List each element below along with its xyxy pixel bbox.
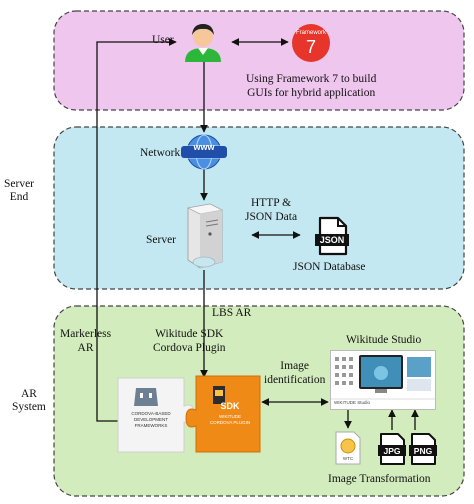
- user-label: User: [152, 34, 174, 46]
- cordova-robot-icon: [134, 388, 158, 406]
- markerless-ar-arrow: [96, 38, 177, 422]
- png-text: PNG: [413, 446, 433, 456]
- network-label: Network: [140, 147, 181, 159]
- sdk-piece-text: SDK: [220, 401, 240, 411]
- framework-icon-text: Framework: [295, 30, 326, 36]
- server-zone: [53, 126, 465, 290]
- user-zone: [53, 10, 465, 111]
- wtc-text: WTC: [342, 456, 354, 461]
- wikitude-sdk-label: Wikitude SDK Cordova Plugin: [153, 328, 226, 354]
- server-end-label: Server End: [4, 178, 35, 203]
- server-label: Server: [146, 234, 177, 246]
- framework-caption: Using Framework 7 to build GUIs for hybr…: [246, 73, 377, 99]
- framework-icon-number: 7: [305, 37, 316, 57]
- sdk-piece-sub: WIKITUDE CORDOVA PLUGIN: [209, 414, 251, 425]
- studio-screen-graphic: [331, 355, 435, 400]
- markerless-ar-label: Markerless AR: [60, 328, 112, 354]
- server-icon: [187, 203, 223, 269]
- image-transformation-label: Image Transformation: [328, 473, 431, 485]
- json-icon-text: JSON: [319, 235, 345, 245]
- www-globe-icon: [181, 134, 227, 170]
- png-file-icon: [409, 433, 437, 465]
- jpg-file-icon: [378, 433, 406, 465]
- www-text: www: [193, 142, 215, 152]
- jpg-text: JPG: [383, 446, 401, 456]
- wikitude-studio-screen: [330, 350, 436, 410]
- cordova-piece-text: CORDOVA-BASED DEVELOPMENT FRAMEWORKS: [131, 411, 171, 428]
- lbs-ar-label: LBS AR: [212, 307, 252, 319]
- framework7-icon: Framework 7: [292, 24, 330, 62]
- json-database-label: JSON Database: [293, 261, 366, 273]
- sdk-box-icon: [213, 386, 225, 404]
- json-file-icon: [315, 216, 349, 256]
- wtc-file-icon: [335, 431, 361, 465]
- studio-brand: WIKITUDE Studio: [334, 400, 371, 405]
- user-icon: [185, 24, 221, 62]
- http-json-label: HTTP & JSON Data: [245, 197, 298, 223]
- ar-system-label: AR System: [12, 388, 46, 413]
- image-identification-label: Image identification: [264, 360, 326, 386]
- wikitude-studio-label: Wikitude Studio: [346, 334, 422, 346]
